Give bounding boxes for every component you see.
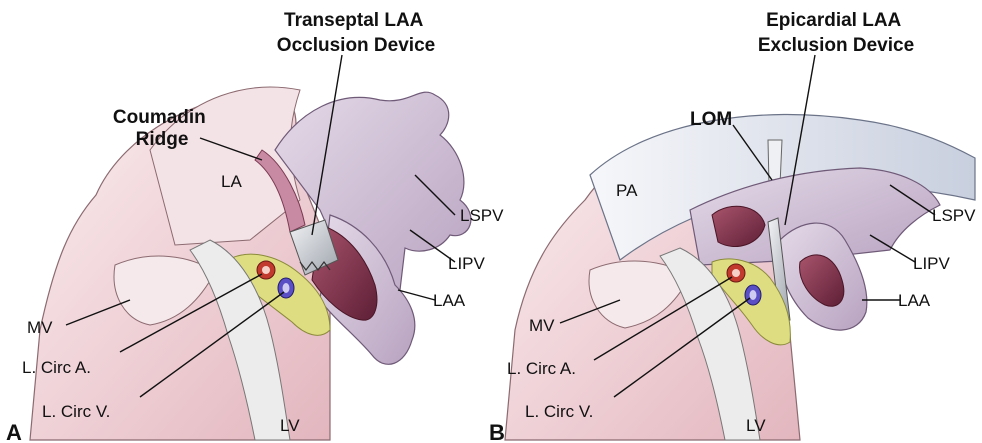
label-laa-b: LAA (898, 291, 931, 310)
panel-a-illustration (30, 87, 471, 440)
label-lom: LOM (690, 109, 732, 130)
label-lv-b: LV (746, 416, 766, 435)
panel-a-title-line-1: Transeptal LAA (284, 10, 424, 31)
label-lipv-b: LIPV (913, 254, 951, 273)
label-mv: MV (27, 318, 53, 337)
circumflex-vein-icon-b (745, 285, 761, 305)
panel-b-title: Epicardial LAA Exclusion Device (758, 10, 914, 56)
label-circ-artery-b: L. Circ A. (507, 359, 576, 378)
panel-b-title-line-2: Exclusion Device (758, 35, 914, 56)
panel-a-title-line-2: Occlusion Device (277, 35, 435, 56)
label-coumadin-ridge-line-1: Coumadin (113, 107, 206, 128)
label-la: LA (221, 172, 242, 191)
label-circ-artery: L. Circ A. (22, 358, 91, 377)
label-circ-vein-b: L. Circ V. (525, 402, 593, 421)
circumflex-artery-icon (257, 261, 275, 279)
panel-b-illustration (505, 115, 975, 440)
label-laa: LAA (433, 291, 466, 310)
label-lv: LV (280, 416, 300, 435)
panel-a-title: Transeptal LAA Occlusion Device (277, 10, 435, 56)
label-lspv-b: LSPV (932, 206, 976, 225)
circumflex-artery-icon-b (727, 264, 745, 282)
panel-b: Epicardial LAA Exclusion Device LOM PA L… (489, 10, 976, 443)
panel-a-letter: A (6, 420, 22, 443)
label-coumadin-ridge-line-2: Ridge (136, 129, 189, 150)
label-circ-vein: L. Circ V. (42, 402, 110, 421)
label-pa: PA (616, 181, 638, 200)
panel-a: Transeptal LAA Occlusion Device Coumadin… (6, 10, 504, 443)
label-lspv: LSPV (460, 206, 504, 225)
panel-b-letter: B (489, 420, 505, 443)
label-mv-b: MV (529, 316, 555, 335)
label-lipv: LIPV (448, 254, 486, 273)
panel-b-title-line-1: Epicardial LAA (766, 10, 901, 31)
